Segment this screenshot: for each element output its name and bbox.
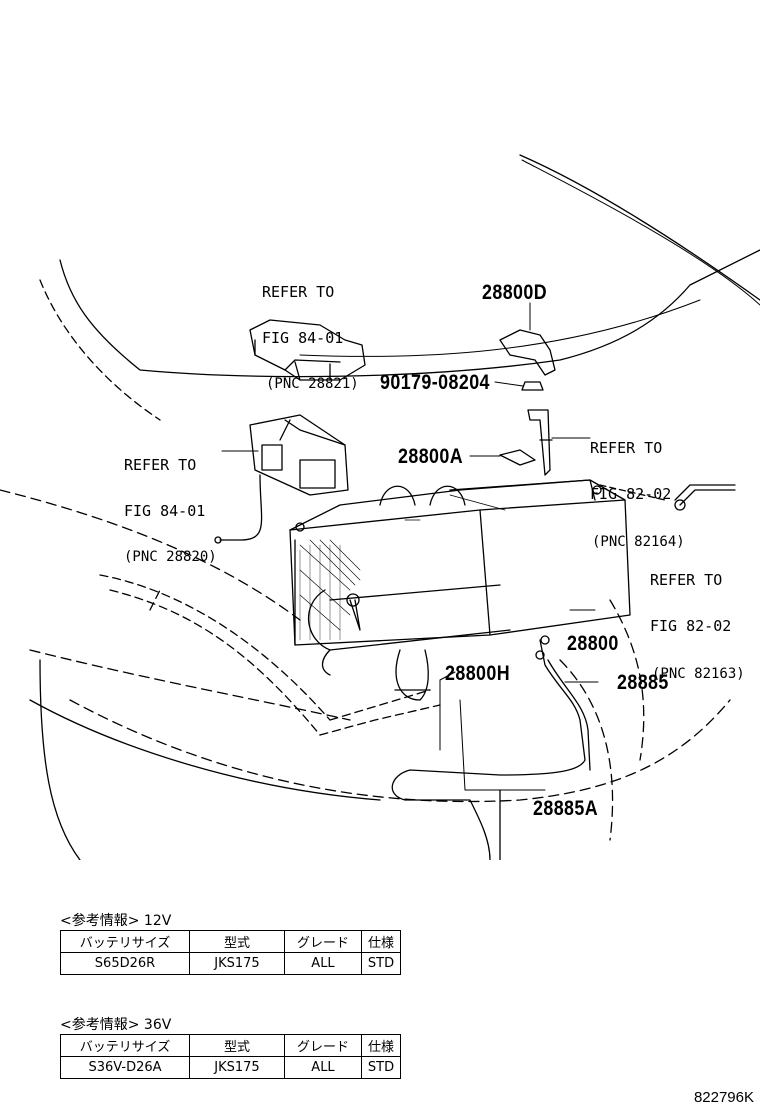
refer-line: REFER TO <box>590 439 663 457</box>
refer-line: (PNC 28820) <box>124 549 217 565</box>
battery-tray-lines <box>99 574 441 736</box>
battery-hold-down <box>308 584 511 676</box>
part-label-28885a: 28885A <box>533 797 599 820</box>
spec-table-12v: バッテリサイズ 型式 グレード 仕様 S65D26R JKS175 ALL ST… <box>60 930 401 975</box>
header-grade: グレード <box>284 930 362 953</box>
refer-note-fig84-mid: REFER TO FIG 84-01 (PNC 28820) <box>124 428 217 579</box>
illustration-code: 822796K <box>693 1089 754 1106</box>
table-header-row: バッテリサイズ 型式 グレード 仕様 <box>60 1034 401 1057</box>
part-label-28800d: 28800D <box>482 281 548 304</box>
refer-note-fig84-top: REFER TO FIG 84-01 (PNC 28821) <box>262 255 359 406</box>
cell-model: JKS175 <box>189 1056 285 1079</box>
part-label-28800h: 28800H <box>445 662 511 685</box>
refer-line: REFER TO <box>124 456 197 474</box>
header-battery-size: バッテリサイズ <box>60 1034 190 1057</box>
refer-line: (PNC 28821) <box>266 376 359 392</box>
header-spec: 仕様 <box>361 1034 401 1057</box>
part-label-28800a: 28800A <box>398 445 464 468</box>
relay-assembly <box>214 414 349 544</box>
header-model: 型式 <box>189 930 285 953</box>
header-battery-size: バッテリサイズ <box>60 930 190 953</box>
vent-hose <box>391 635 591 860</box>
header-grade: グレード <box>284 1034 362 1057</box>
part-label-28885: 28885 <box>617 671 669 694</box>
grommet <box>394 649 431 701</box>
refer-line: FIG 82-02 <box>650 617 732 635</box>
table-header-row: バッテリサイズ 型式 グレード 仕様 <box>60 930 401 953</box>
header-spec: 仕様 <box>361 930 401 953</box>
cell-battery-size: S65D26R <box>60 952 190 975</box>
cell-spec: STD <box>361 952 401 975</box>
cell-grade: ALL <box>284 1056 362 1079</box>
refer-line: (PNC 82164) <box>592 534 685 550</box>
spec-table-36v: バッテリサイズ 型式 グレード 仕様 S36V-D26A JKS175 ALL … <box>60 1034 401 1079</box>
cell-spec: STD <box>361 1056 401 1079</box>
relay-cover-top <box>249 319 366 381</box>
table-row: S65D26R JKS175 ALL STD <box>60 952 401 975</box>
leader-lines <box>221 302 599 791</box>
part-label-90179-08204: 90179-08204 <box>380 371 490 394</box>
body-panel-lines <box>0 154 760 860</box>
refer-line: FIG 84-01 <box>262 329 344 347</box>
table-row: S36V-D26A JKS175 ALL STD <box>60 1056 401 1079</box>
battery-assembly-illustration <box>0 154 760 860</box>
battery <box>289 479 631 646</box>
negative-cable <box>599 484 736 511</box>
cell-grade: ALL <box>284 952 362 975</box>
refer-note-fig82-bot: REFER TO FIG 82-02 (PNC 82163) <box>650 543 745 696</box>
cell-battery-size: S36V-D26A <box>60 1056 190 1079</box>
terminal-bracket <box>499 329 556 476</box>
part-label-28800: 28800 <box>567 632 619 655</box>
refer-line: FIG 82-02 <box>590 485 672 503</box>
spec-title-12v: <参考情報> 12V <box>60 913 172 929</box>
refer-line: FIG 84-01 <box>124 502 206 520</box>
cell-model: JKS175 <box>189 952 285 975</box>
header-model: 型式 <box>189 1034 285 1057</box>
refer-line: REFER TO <box>262 283 335 301</box>
spec-title-36v: <参考情報> 36V <box>60 1017 172 1033</box>
refer-note-fig82-top: REFER TO FIG 82-02 (PNC 82164) <box>590 411 685 564</box>
refer-line: (PNC 82163) <box>652 666 745 682</box>
refer-line: REFER TO <box>650 571 723 589</box>
